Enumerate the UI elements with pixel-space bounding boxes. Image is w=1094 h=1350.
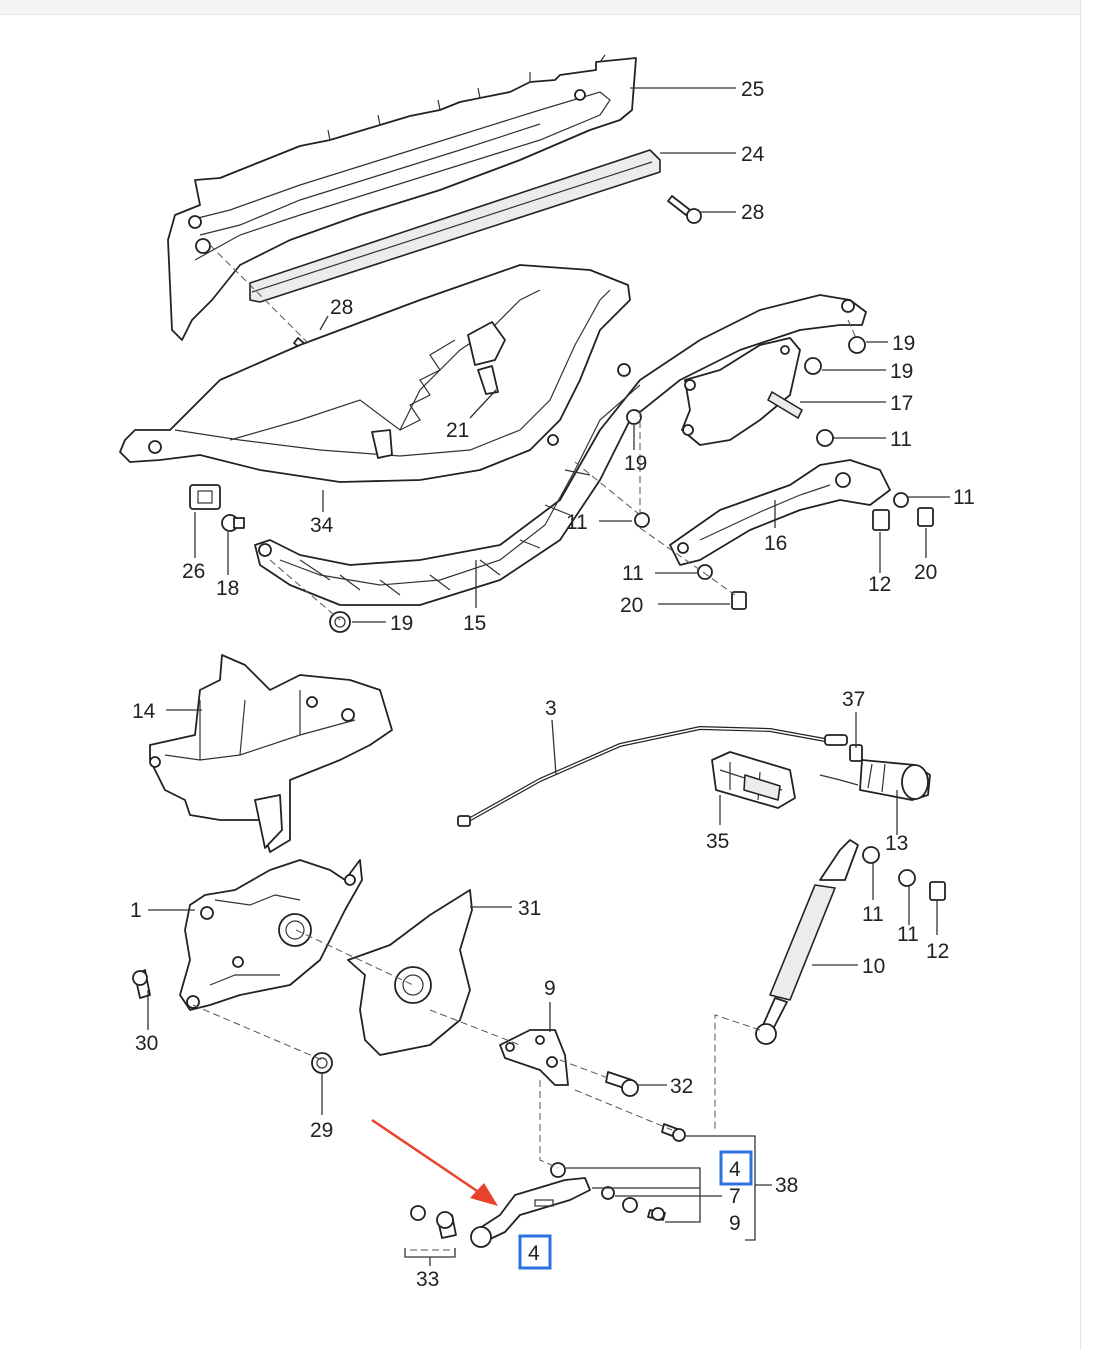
part-18-bolt bbox=[221, 514, 245, 532]
callout-30: 30 bbox=[135, 1032, 158, 1055]
callout-19-c: 19 bbox=[624, 452, 647, 475]
callout-29: 29 bbox=[310, 1119, 333, 1142]
part-20-clip-a bbox=[917, 507, 934, 527]
callout-33: 33 bbox=[416, 1268, 439, 1291]
part-20-clip-b bbox=[731, 591, 747, 610]
callout-18: 18 bbox=[216, 577, 239, 600]
part-4-lever bbox=[470, 1162, 666, 1248]
callout-32: 32 bbox=[670, 1075, 693, 1098]
part-12-clip-b bbox=[929, 881, 946, 901]
part-30-bolt bbox=[132, 969, 151, 999]
part-11-bolt-f bbox=[898, 869, 916, 887]
part-28-screw-right bbox=[667, 195, 702, 224]
part-14-mounting-bracket bbox=[149, 654, 393, 853]
part-24-seal-strip bbox=[249, 149, 661, 303]
callout-11-f: 11 bbox=[897, 923, 919, 946]
part-11-bolt-e bbox=[862, 846, 880, 864]
callout-13: 13 bbox=[885, 832, 908, 855]
callout-16: 16 bbox=[764, 532, 787, 555]
callout-11-e: 11 bbox=[862, 903, 884, 926]
part-25-frame-rail bbox=[167, 54, 637, 341]
part-4-pin bbox=[661, 1123, 686, 1142]
callout-15: 15 bbox=[463, 612, 486, 635]
part-33-nut bbox=[410, 1205, 426, 1221]
callout-21: 21 bbox=[446, 419, 469, 442]
part-12-clip-a bbox=[872, 509, 890, 531]
callout-9-bottom: 9 bbox=[729, 1212, 741, 1235]
callout-24: 24 bbox=[741, 143, 765, 166]
callout-20-b: 20 bbox=[914, 561, 937, 584]
part-17-hinge-bracket bbox=[681, 337, 803, 446]
callout-11-d: 11 bbox=[622, 562, 644, 585]
page-edge bbox=[1080, 0, 1081, 1350]
callout-1: 1 bbox=[130, 899, 142, 922]
part-11-bolt-b bbox=[893, 492, 909, 508]
callout-38: 38 bbox=[775, 1174, 798, 1197]
callout-28-left: 28 bbox=[330, 296, 353, 319]
callout-19-b: 19 bbox=[890, 360, 913, 383]
callout-12-a: 12 bbox=[868, 573, 891, 596]
part-13-motor bbox=[819, 759, 931, 801]
callout-25: 25 bbox=[741, 78, 764, 101]
part-19-nut-c bbox=[626, 409, 642, 425]
callout-31: 31 bbox=[518, 897, 541, 920]
callout-35: 35 bbox=[706, 830, 729, 853]
callout-11-c: 11 bbox=[566, 511, 588, 534]
callout-34: 34 bbox=[310, 514, 334, 537]
part-29-nut bbox=[311, 1052, 333, 1074]
red-arrow-icon bbox=[371, 1118, 498, 1206]
callout-4-bottom: 4 bbox=[528, 1242, 540, 1265]
callout-3: 3 bbox=[545, 697, 557, 720]
part-33-bolt bbox=[436, 1211, 457, 1239]
highlight-box-part-4-right bbox=[719, 1150, 753, 1186]
callout-28-right: 28 bbox=[741, 201, 764, 224]
assembly-lines bbox=[192, 244, 858, 1251]
part-32-bolt bbox=[605, 1071, 639, 1097]
part-11-bolt-d bbox=[697, 564, 713, 580]
part-19-nut-b bbox=[804, 357, 822, 375]
part-16-lower-link bbox=[669, 459, 891, 566]
callout-20-a: 20 bbox=[620, 594, 643, 617]
part-11-bolt-c bbox=[634, 512, 650, 528]
callout-14: 14 bbox=[132, 700, 156, 723]
top-toolbar-strip bbox=[0, 0, 1080, 15]
highlight-box-part-4-bottom bbox=[518, 1234, 552, 1270]
part-1-drive-housing bbox=[179, 859, 363, 1011]
part-9-bracket bbox=[499, 1029, 569, 1086]
callout-11-a: 11 bbox=[890, 428, 912, 451]
callout-labels: 25 24 28 28 19 19 17 11 21 19 11 11 16 3… bbox=[130, 78, 975, 1291]
callout-10: 10 bbox=[862, 955, 885, 978]
callout-9-top: 9 bbox=[544, 977, 556, 1000]
part-31-cover-plate bbox=[347, 889, 473, 1056]
part-26-clip bbox=[189, 484, 221, 510]
part-15-side-arm bbox=[254, 294, 867, 606]
part-19-nut-d bbox=[329, 611, 351, 633]
part-11-bolt-a bbox=[816, 429, 834, 447]
callout-7: 7 bbox=[729, 1185, 741, 1208]
part-3-cable bbox=[457, 726, 848, 827]
callout-17: 17 bbox=[890, 392, 913, 415]
part-10-gas-strut bbox=[755, 839, 859, 1045]
part-19-nut-a bbox=[848, 336, 866, 354]
part-34-main-shell bbox=[119, 264, 631, 483]
callout-11-b: 11 bbox=[953, 486, 975, 509]
leader-lines bbox=[147, 87, 950, 1266]
part-35-switch-unit bbox=[711, 751, 796, 809]
callout-12-b: 12 bbox=[926, 940, 949, 963]
callout-19-a: 19 bbox=[892, 332, 915, 355]
callout-26: 26 bbox=[182, 560, 205, 583]
callout-4-right: 4 bbox=[729, 1158, 741, 1181]
callout-19-d: 19 bbox=[390, 612, 413, 635]
callout-37: 37 bbox=[842, 688, 865, 711]
